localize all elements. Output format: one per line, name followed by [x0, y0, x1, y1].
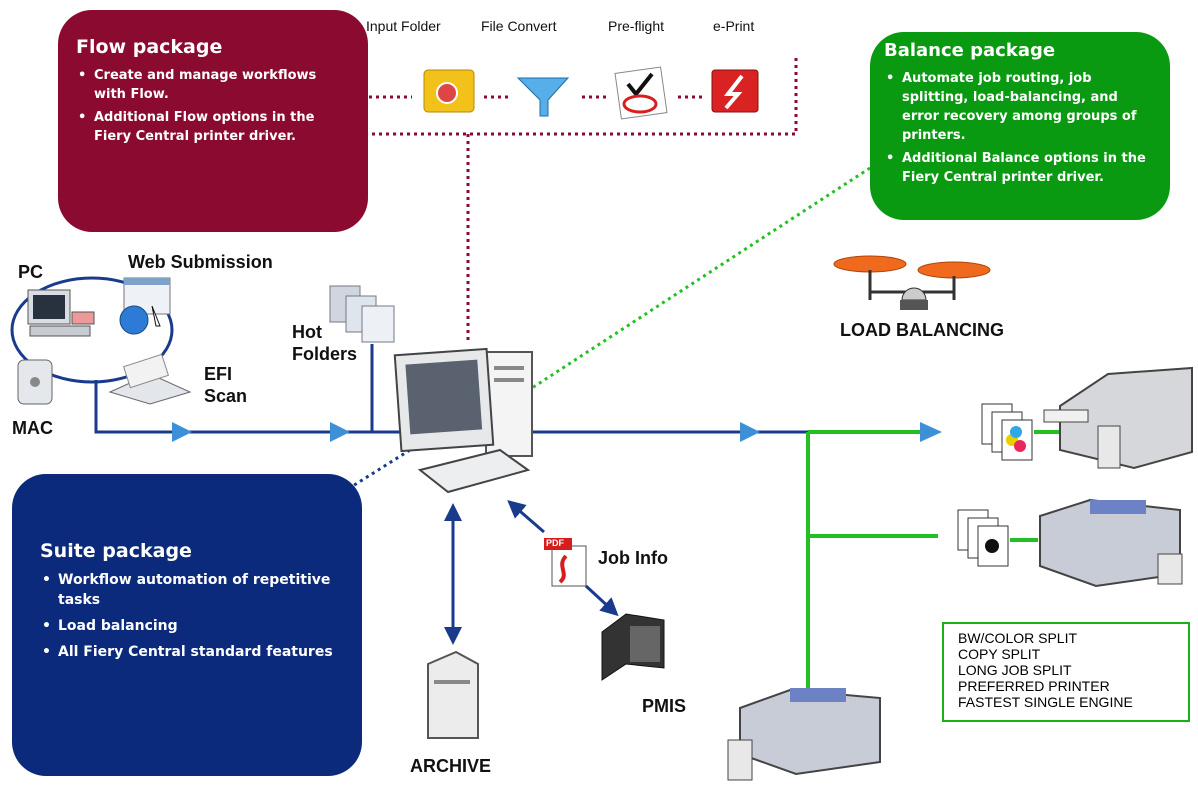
split-option: PREFERRED PRINTER [958, 678, 1110, 694]
client-ring [10, 276, 174, 384]
flow-arrow-heads [172, 422, 760, 442]
split-option: FASTEST SINGLE ENGINE [958, 694, 1133, 710]
load-balancing-scale-icon [833, 255, 991, 310]
pmis-arrow [584, 584, 619, 617]
production-printer-1-icon [1043, 366, 1193, 470]
pc-label: PC [18, 262, 44, 282]
suite-package-list: Workflow automation of repetitive tasks … [40, 570, 334, 662]
suite-package-item: Load balancing [40, 616, 334, 636]
fiery-central-server-icon [393, 347, 533, 494]
production-printer-2-icon [1039, 498, 1183, 588]
color-job-sheets-icon [981, 403, 1033, 461]
input-folder-icon [423, 69, 475, 113]
printer-arrow-head [920, 422, 942, 442]
balance-package-item: Additional Balance options in the Fiery … [884, 149, 1156, 187]
input-connector [94, 344, 808, 434]
balance-package-title: Balance package [884, 40, 1056, 61]
suite-package-item: Workflow automation of repetitive tasks [40, 570, 334, 610]
step-label-preflight: Pre-flight [608, 18, 665, 34]
production-printer-3-icon [727, 688, 881, 781]
efi-scan-label-line2: Scan [204, 386, 248, 406]
flow-dotted-connector [342, 58, 798, 340]
job-info-label: Job Info [598, 548, 668, 568]
split-option: BW/COLOR SPLIT [958, 630, 1078, 646]
hot-folders-icon [329, 285, 395, 343]
job-info-arrow-up [507, 500, 545, 534]
split-options-box: BW/COLOR SPLIT COPY SPLIT LONG JOB SPLIT… [942, 622, 1190, 722]
file-convert-icon [516, 77, 570, 117]
efi-scan-icon [108, 353, 192, 405]
preflight-icon [614, 66, 668, 120]
web-submission-label: Web Submission [128, 252, 273, 272]
split-option: COPY SPLIT [958, 646, 1041, 662]
hot-folders-label-line1: Hot [292, 322, 322, 342]
split-option: LONG JOB SPLIT [958, 662, 1072, 678]
mac-label: MAC [12, 418, 53, 438]
bw-job-sheets-icon [957, 509, 1009, 567]
hot-folders-label-line2: Folders [292, 344, 358, 364]
suite-package-box: Suite package Workflow automation of rep… [12, 474, 362, 776]
eprint-icon [711, 69, 759, 113]
step-label-eprint: e-Print [713, 18, 755, 34]
pmis-label: PMIS [642, 696, 687, 716]
efi-scan-label-line1: EFI [204, 364, 233, 384]
web-submission-icon [119, 277, 171, 335]
flow-package-list: Create and manage workflows with Flow. A… [76, 66, 350, 146]
step-label-file-convert: File Convert [481, 18, 557, 34]
balance-package-box: Balance package Automate job routing, jo… [870, 32, 1170, 220]
pdf-badge-label: PDF [546, 538, 564, 548]
pmis-server-icon [601, 613, 665, 681]
pdf-job-ticket-icon [544, 538, 587, 587]
suite-package-item: All Fiery Central standard features [40, 642, 334, 662]
load-balancing-label: LOAD BALANCING [840, 320, 1004, 340]
flow-package-item: Create and manage workflows with Flow. [76, 66, 350, 104]
mac-icon [17, 359, 53, 405]
step-label-input-folder: Input Folder [366, 18, 441, 34]
archive-server-icon [427, 650, 479, 739]
pc-icon [27, 289, 95, 337]
flow-package-box: Flow package Create and manage workflows… [58, 10, 368, 232]
flow-package-item: Additional Flow options in the Fiery Cen… [76, 108, 350, 146]
suite-package-title: Suite package [40, 540, 192, 562]
balance-package-list: Automate job routing, job splitting, loa… [884, 69, 1156, 187]
archive-label: ARCHIVE [410, 756, 492, 776]
balance-package-item: Automate job routing, job splitting, loa… [884, 69, 1156, 145]
balance-dotted-connector [531, 166, 871, 390]
flow-package-title: Flow package [76, 36, 223, 58]
